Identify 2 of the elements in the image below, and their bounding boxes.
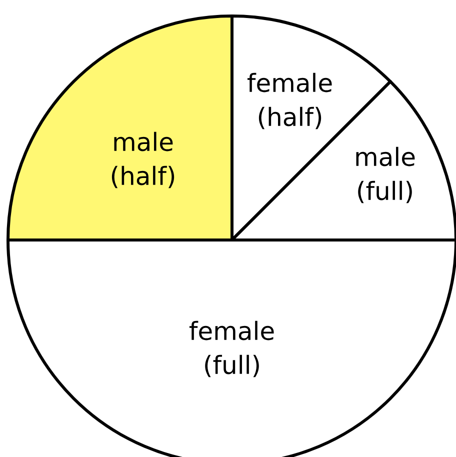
pie-sector: female (full)	[6, 238, 456, 457]
pie-sector: male (half)	[6, 14, 234, 242]
